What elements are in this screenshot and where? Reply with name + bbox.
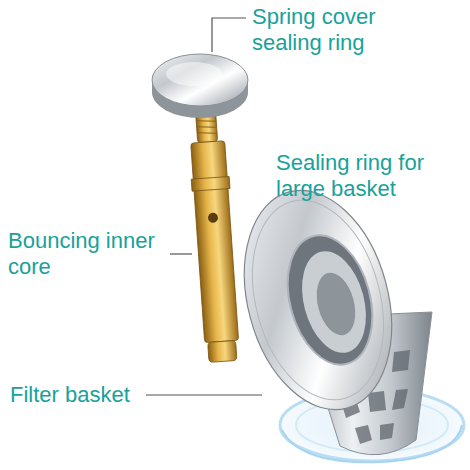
part-label: Filter basket [10,382,210,408]
part-label: Spring cover sealing ring [252,4,412,56]
part-label: Sealing ring for large basket [276,150,461,202]
brass-core [187,111,242,363]
basket-flange [221,174,414,427]
spring-cover [152,54,248,118]
part-label: Bouncing inner core [8,228,173,280]
